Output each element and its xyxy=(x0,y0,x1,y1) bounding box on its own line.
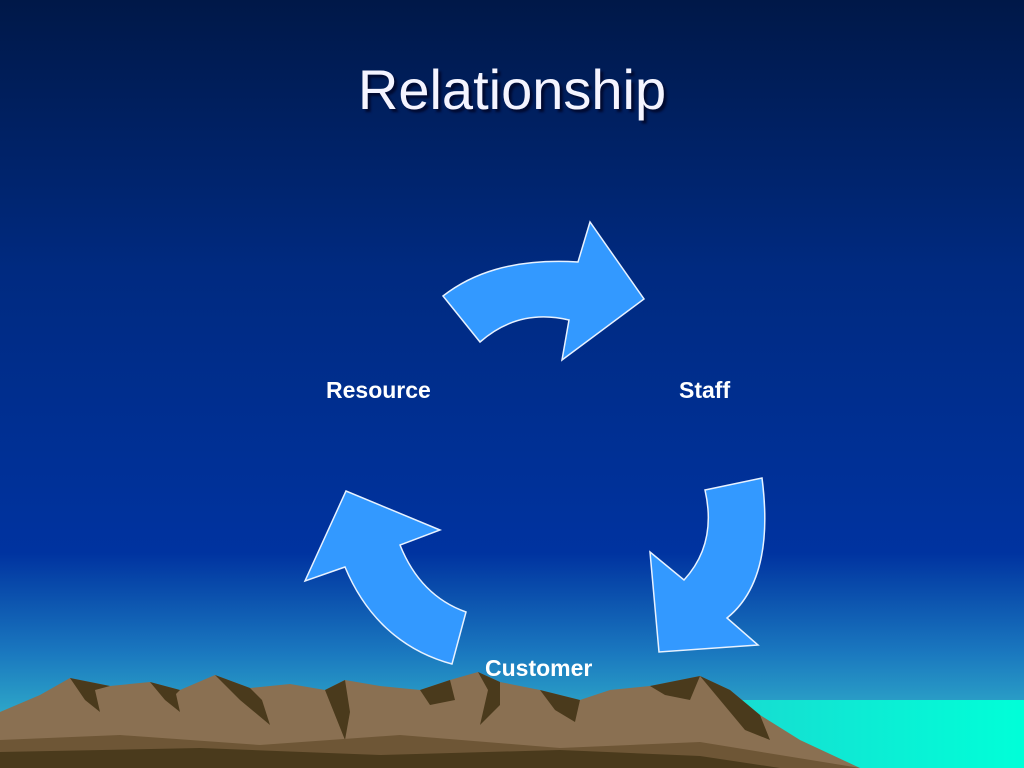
cycle-arrows xyxy=(303,220,766,665)
node-label-customer: Customer xyxy=(485,655,593,681)
slide-title: Relationship xyxy=(357,58,667,121)
node-label-resource: Resource xyxy=(326,377,431,403)
node-label-staff: Staff xyxy=(679,377,731,403)
mountain-range xyxy=(0,672,860,768)
arrow-resource-to-staff xyxy=(441,220,646,362)
arrow-customer-to-resource xyxy=(303,490,467,665)
arrow-staff-to-customer xyxy=(649,477,766,653)
